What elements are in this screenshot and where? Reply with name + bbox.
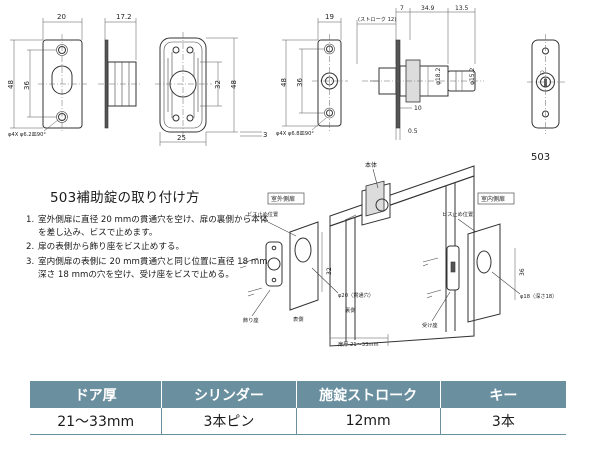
- dim-bolt-offset: 7: [400, 5, 404, 12]
- dim-bolt-dia: φ18.2: [435, 68, 442, 86]
- dim-faceplate-height: 48: [7, 80, 15, 89]
- spec-header-lock-stroke: 施錠ストローク: [295, 381, 441, 408]
- screw-note-2: φ4X φ6.8皿90°: [276, 130, 314, 137]
- label-back-side: 裏側: [345, 306, 355, 314]
- dim-strike-height: 48: [280, 78, 288, 87]
- label-surface-side: 表側: [293, 315, 303, 323]
- install-step: 3. 室内側扉の表側に 20 mm貫通穴と同じ位置に直径 18 mm深さ 18 …: [26, 256, 276, 282]
- spec-value-row: 21～33mm 3本ピン 12mm 3本: [30, 408, 566, 435]
- label-screw-pos-outer: ビス止め位置: [247, 210, 278, 218]
- spec-value-door-thickness: 21～33mm: [57, 414, 135, 430]
- label-through-hole: φ20（貫通穴）: [338, 291, 374, 299]
- rose-front-view: 32 48 25 3: [155, 32, 267, 146]
- install-step: 2. 扉の表側から飾り座をビス止めする。: [26, 241, 276, 254]
- dim-faceplate-width: 20: [57, 13, 66, 21]
- lock-body-side-view: 7 34.9 13.5 (ストローク 12) φ18.2 φ15.2 10 0.…: [356, 5, 484, 140]
- label-outer-door: 室外側扉: [271, 195, 295, 203]
- label-deco-rose: 飾り座: [243, 316, 259, 324]
- dim-strike-width: 19: [325, 13, 334, 21]
- faceplate-front-view: 20 48 36 φ4X φ6.2皿90°: [7, 13, 87, 138]
- latch-side-view: 17.2: [98, 13, 142, 129]
- label-body: 本体: [365, 161, 377, 169]
- strike-front-view: 19 48 36 φ4X φ6.8皿90°: [276, 13, 348, 137]
- dim-rose-inner: 32: [214, 80, 222, 89]
- dim-strike-pitch: 36: [296, 78, 304, 87]
- label-screw-pos-inner: ビス止め位置: [442, 210, 473, 218]
- dim-rose-thickness: 3: [263, 131, 267, 139]
- model-number: 503: [531, 152, 551, 163]
- stroke-label: (ストローク 12): [358, 16, 396, 23]
- step-text: 室外側扉に直径 20 mmの貫通穴を空け、扉の裏側から本体を差し込み、ビスで止め…: [38, 215, 269, 239]
- dim-cyl-dia: φ15.2: [469, 68, 476, 86]
- spec-table: ドア厚 シリンダー 施錠ストローク キー 21～33mm 3本ピン 12mm 3…: [30, 381, 566, 435]
- spec-header-door-thickness: ドア厚: [30, 381, 162, 408]
- install-steps: 1. 室外側扉に直径 20 mmの貫通穴を空け、扉の裏側から本体を差し込み、ビス…: [26, 214, 276, 283]
- spec-value-lock-stroke: 12mm: [295, 408, 441, 435]
- screw-note-1: φ4X φ6.2皿90°: [8, 131, 46, 138]
- step-text: 室内側扉の表側に 20 mm貫通穴と同じ位置に直径 18 mm深さ 18 mmの…: [38, 256, 268, 280]
- label-door-thickness: 扉厚 21～33mm: [338, 340, 379, 348]
- dim-plate-thk: 0.5: [408, 128, 418, 135]
- cylinder-face-view: ○: [527, 34, 565, 134]
- dim-32: 32: [326, 267, 333, 275]
- step-text: 扉の表側から飾り座をビス止めする。: [38, 242, 185, 253]
- label-hole18: φ18（深さ18）: [520, 292, 557, 300]
- spec-value-cylinder: 3本ピン: [161, 408, 296, 435]
- cylinder-mark: ○: [540, 70, 545, 76]
- step-number: 1.: [26, 215, 35, 225]
- spec-value-key: 3本: [439, 408, 566, 435]
- dim-latch-depth: 17.2: [116, 13, 132, 21]
- dim-plate-gap: 10: [414, 105, 422, 112]
- spec-header-row: ドア厚 シリンダー 施錠ストローク キー: [30, 381, 566, 408]
- step-number: 3.: [26, 256, 35, 267]
- spec-header-key: キー: [439, 381, 566, 408]
- spec-header-cylinder: シリンダー: [161, 381, 296, 408]
- dim-36: 36: [519, 268, 526, 276]
- dim-slot-pitch: 36: [23, 81, 31, 90]
- lock-body-perspective: [344, 180, 391, 226]
- label-inner-door: 室内側扉: [481, 195, 505, 203]
- step-number: 2.: [26, 242, 35, 253]
- inner-door-callout: 室内側扉 ビス止め位置 36 φ18（深さ18） 受け座: [422, 192, 557, 329]
- dim-cyl-length: 13.5: [455, 5, 469, 12]
- dim-rose-width: 25: [177, 134, 186, 142]
- install-title: 503補助錠の取り付け方: [50, 190, 200, 206]
- dim-rose-height: 48: [230, 80, 238, 89]
- installation-diagram: 本体 室外側扉 ビス止め位置 32 飾り座 φ20（貫通穴） 表側 裏側: [239, 161, 557, 348]
- dim-body-length: 34.9: [421, 5, 435, 12]
- outer-door-callout: 室外側扉 ビス止め位置 32 飾り座 φ20（貫通穴） 表側 裏側: [239, 192, 374, 324]
- label-strike: 受け座: [422, 321, 438, 329]
- install-step: 1. 室外側扉に直径 20 mmの貫通穴を空け、扉の裏側から本体を差し込み、ビス…: [26, 214, 276, 240]
